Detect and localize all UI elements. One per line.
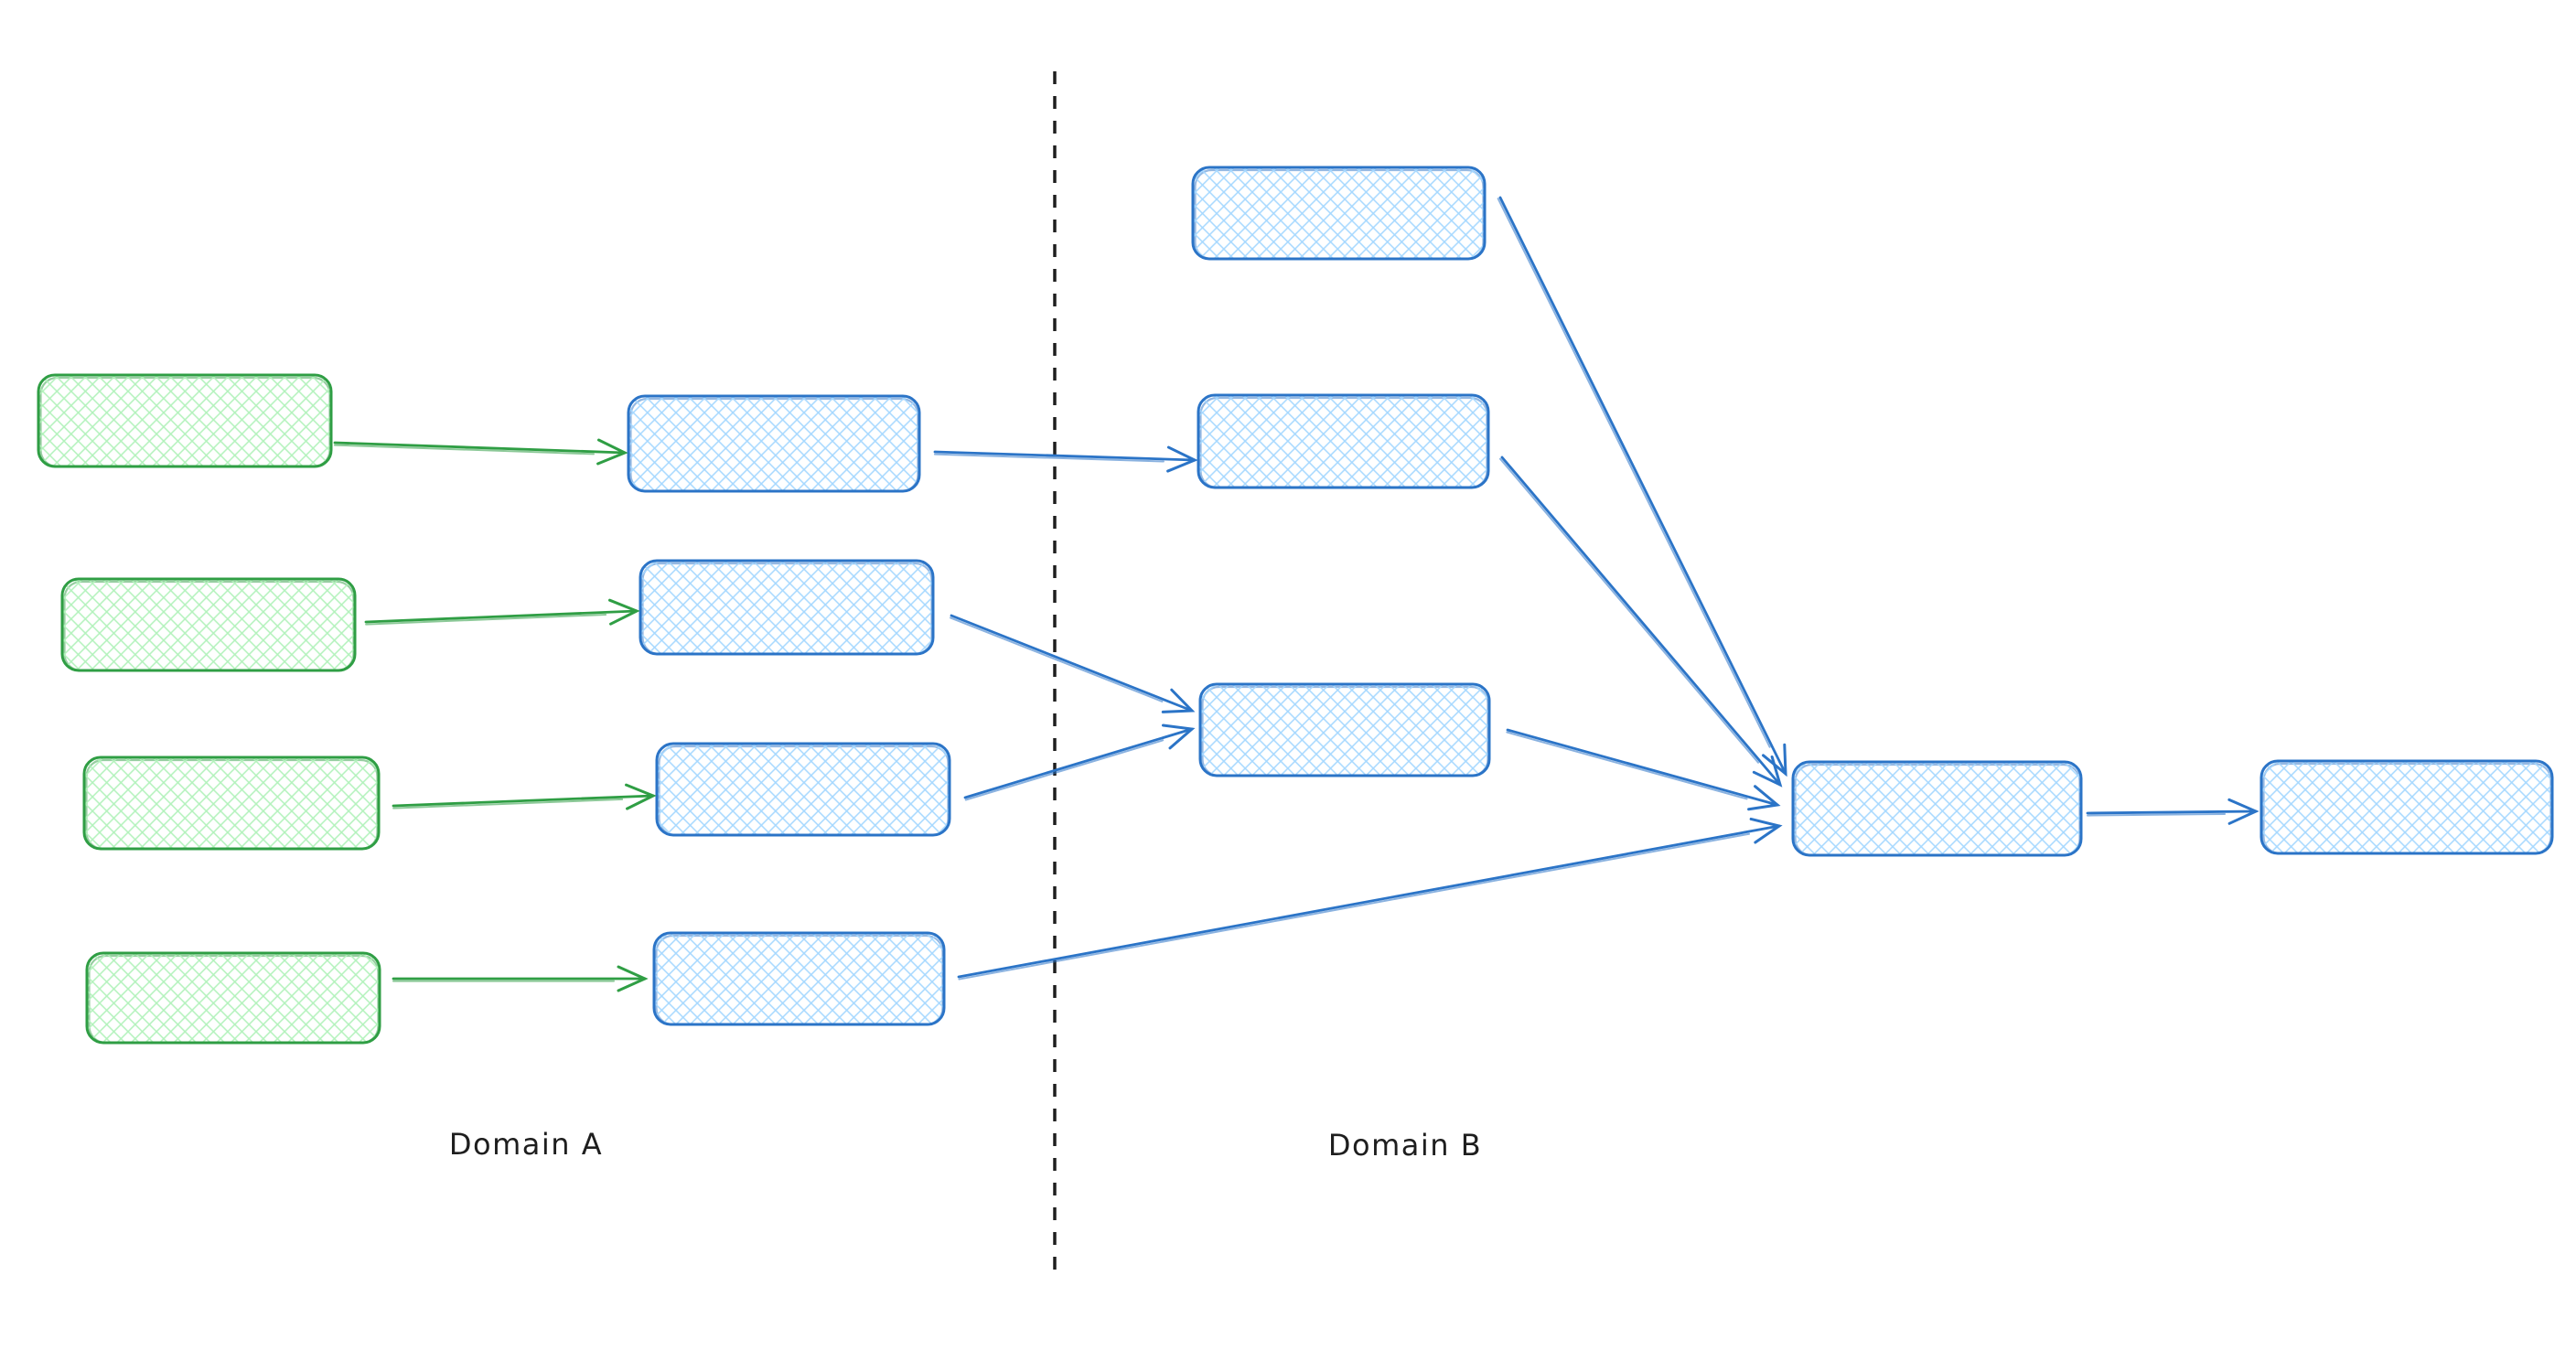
domain-a-source-box-4-outline: [85, 951, 381, 1045]
domain-b-output-box: [2259, 759, 2554, 855]
arrow-source2-to-process2: [364, 598, 640, 626]
domain-a-source-box-2: [60, 577, 357, 672]
arrow-b3-to-merge-echo-line: [1506, 731, 1748, 800]
domain-a-process-box-4: [652, 931, 946, 1026]
arrow-process1-to-b2-line: [933, 445, 1198, 473]
arrow-source2-to-process2-echo-line: [365, 613, 607, 626]
arrow-process4-to-merge: [957, 817, 1783, 981]
domain-b-label: Domain B: [1327, 1128, 1483, 1163]
arrow-b2-to-merge-echo-line: [1499, 457, 1760, 764]
arrow-process3-to-b3-echo-line: [964, 739, 1165, 801]
domain-a-source-box-3: [82, 756, 381, 851]
domain-a-source-box-1-outline: [37, 373, 333, 468]
arrow-b2-to-merge: [1499, 456, 1783, 788]
domain-a-process-box-4-outline: [652, 931, 946, 1026]
arrow-b3-to-merge-line: [1506, 728, 1781, 811]
arrow-b1-to-merge-echo-line: [1497, 198, 1771, 748]
domain-a-process-box-3: [655, 742, 951, 837]
domain-b-output-box-outline: [2259, 759, 2554, 855]
domain-b-box-1-outline: [1191, 166, 1487, 261]
arrow-b3-to-merge: [1506, 728, 1781, 811]
arrow-b2-to-merge-line: [1500, 456, 1783, 788]
arrow-process1-to-b2: [933, 445, 1198, 473]
domain-a-process-box-2: [639, 559, 935, 656]
arrow-b1-to-merge: [1497, 196, 1787, 777]
domain-a-source-box-2-outline: [60, 577, 357, 672]
arrow-process4-to-merge-line: [957, 817, 1783, 979]
arrow-source3-to-process3-line: [392, 783, 657, 810]
domain-b-box-3-outline: [1198, 682, 1491, 777]
domain-b-box-3: [1198, 682, 1491, 777]
arrow-process2-to-b3-echo-line: [950, 616, 1164, 702]
domain-a-process-box-2-outline: [639, 559, 935, 656]
arrow-process1-to-b2-echo-line: [933, 453, 1165, 463]
domain-a-label: Domain A: [448, 1127, 604, 1162]
domain-b-merge-box-outline: [1791, 760, 2083, 857]
arrow-merge-to-output-echo-line: [2087, 812, 2227, 817]
arrow-process2-to-b3: [950, 614, 1196, 713]
domain-b-box-2-outline: [1197, 393, 1490, 489]
domain-b-box-2: [1197, 393, 1490, 489]
arrow-process4-to-merge-echo-line: [958, 832, 1751, 981]
arrow-process3-to-b3: [963, 724, 1196, 801]
domain-b-box-1: [1191, 166, 1487, 261]
arrow-source3-to-process3-echo-line: [392, 798, 624, 809]
arrow-process3-to-b3-line: [963, 724, 1196, 799]
arrow-source1-to-process1-echo-line: [333, 444, 595, 456]
domain-a-process-box-1: [627, 394, 921, 493]
domain-a-source-box-1: [37, 373, 333, 468]
arrow-merge-to-output: [2086, 798, 2259, 825]
arrow-source2-to-process2-line: [364, 598, 640, 626]
domain-a-source-box-3-outline: [82, 756, 381, 851]
arrow-source4-to-process4: [392, 965, 649, 992]
domain-b-merge-box: [1791, 760, 2083, 857]
domain-a-source-box-4: [85, 951, 381, 1045]
arrow-source1-to-process1-line: [333, 438, 628, 466]
arrow-source1-to-process1: [333, 438, 628, 466]
domain-a-process-box-3-outline: [655, 742, 951, 837]
arrow-process2-to-b3-line: [950, 614, 1196, 713]
arrow-merge-to-output-line: [2086, 798, 2259, 825]
domain-a-process-box-1-outline: [627, 394, 921, 493]
arrow-b1-to-merge-line: [1498, 196, 1787, 777]
arrow-source3-to-process3: [392, 783, 657, 810]
